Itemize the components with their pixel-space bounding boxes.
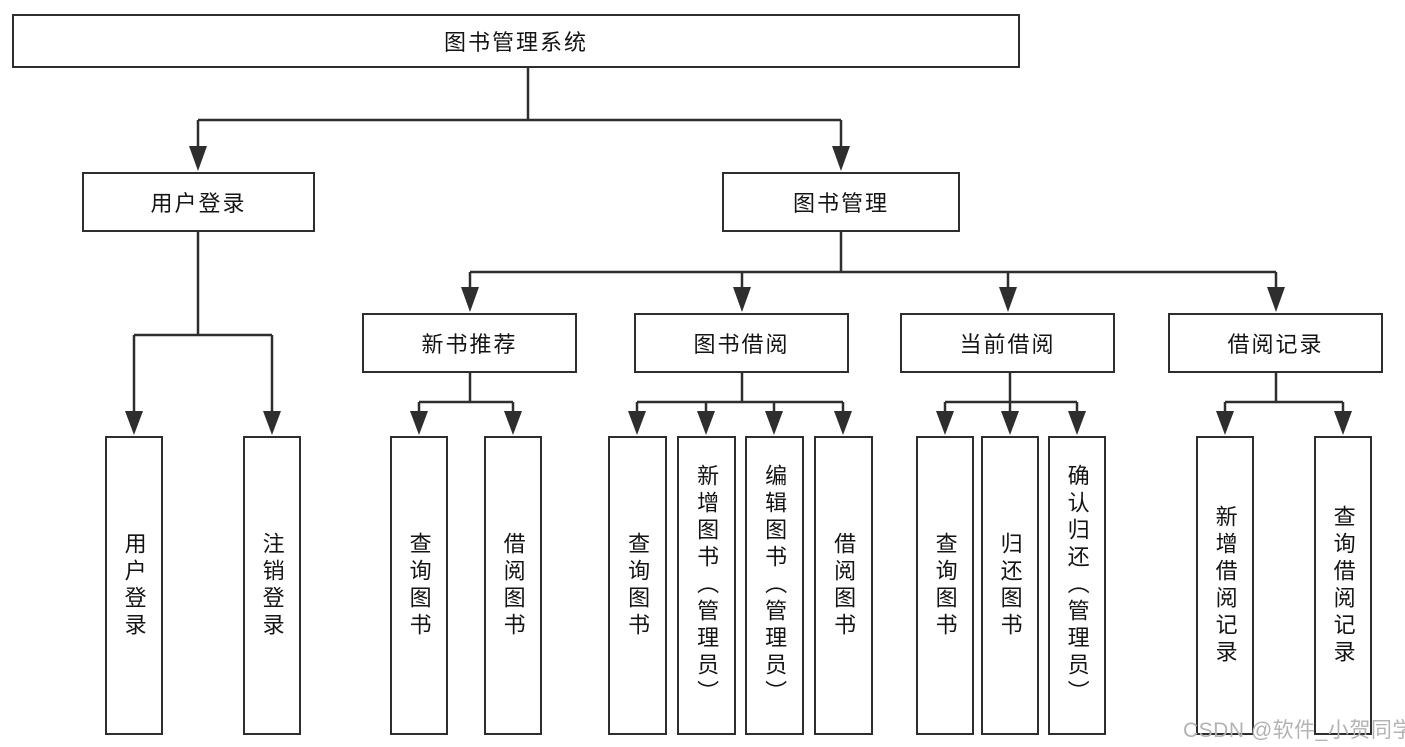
node-cb-query-books: 查询图书 <box>916 436 974 735</box>
node-rec-borrow-books: 借阅图书 <box>484 436 542 735</box>
node-bb-edit-books-admin: 编辑图书（管理员） <box>745 436 804 735</box>
node-borrow-records: 借阅记录 <box>1168 313 1383 373</box>
node-cb-query-books-label: 查询图书 <box>932 531 958 640</box>
node-borrow-records-label: 借阅记录 <box>1227 332 1324 357</box>
node-logout: 注销登录 <box>243 436 301 735</box>
node-new-book-recommend: 新书推荐 <box>362 313 577 373</box>
node-cb-return-books: 归还图书 <box>981 436 1039 735</box>
node-user-login-module-label: 用户登录 <box>150 191 247 216</box>
node-bb-query-books-label: 查询图书 <box>625 531 651 640</box>
node-rec-query-books-label: 查询图书 <box>406 531 432 640</box>
node-book-management: 图书管理 <box>722 172 960 232</box>
node-br-query-record-label: 查询借阅记录 <box>1330 504 1356 667</box>
node-current-borrowing: 当前借阅 <box>900 313 1115 373</box>
node-new-book-recommend-label: 新书推荐 <box>421 332 518 357</box>
node-current-borrowing-label: 当前借阅 <box>959 332 1056 357</box>
node-bb-borrow-books: 借阅图书 <box>814 436 873 735</box>
node-library-system: 图书管理系统 <box>12 14 1020 68</box>
node-br-add-record: 新增借阅记录 <box>1196 436 1254 735</box>
node-user-login-leaf-label: 用户登录 <box>121 531 147 640</box>
node-bb-borrow-books-label: 借阅图书 <box>831 531 857 640</box>
csdn-watermark: CSDN @软件_小贺同学 <box>1183 719 1405 742</box>
node-user-login-leaf: 用户登录 <box>105 436 163 735</box>
node-br-add-record-label: 新增借阅记录 <box>1212 504 1238 667</box>
node-book-borrowing: 图书借阅 <box>634 313 849 373</box>
node-user-login-module: 用户登录 <box>82 172 315 232</box>
node-library-system-label: 图书管理系统 <box>443 30 588 55</box>
node-br-query-record: 查询借阅记录 <box>1314 436 1372 735</box>
node-bb-add-books-admin: 新增图书（管理员） <box>677 436 736 735</box>
arrowheads <box>125 146 1352 435</box>
node-logout-label: 注销登录 <box>259 531 285 640</box>
node-cb-confirm-return-admin-label: 确认归还（管理员） <box>1064 464 1090 707</box>
node-bb-query-books: 查询图书 <box>608 436 667 735</box>
node-bb-edit-books-admin-label: 编辑图书（管理员） <box>762 464 788 707</box>
node-rec-borrow-books-label: 借阅图书 <box>500 531 526 640</box>
node-cb-confirm-return-admin: 确认归还（管理员） <box>1048 436 1106 735</box>
node-book-management-label: 图书管理 <box>792 191 889 216</box>
connector-lines <box>132 68 1345 415</box>
node-rec-query-books: 查询图书 <box>390 436 448 735</box>
node-bb-add-books-admin-label: 新增图书（管理员） <box>694 464 720 707</box>
node-book-borrowing-label: 图书借阅 <box>693 332 790 357</box>
node-cb-return-books-label: 归还图书 <box>997 531 1023 640</box>
